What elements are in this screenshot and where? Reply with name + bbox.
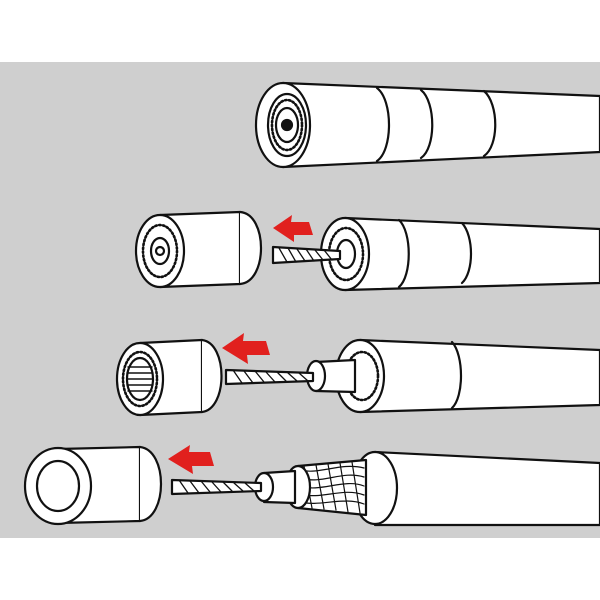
wire-strand: [278, 247, 333, 263]
cable-jacket: [358, 338, 600, 414]
step-1-intact-cable: [254, 81, 600, 169]
braid-ring: [121, 350, 159, 408]
center-hole: [154, 245, 166, 257]
braid-ring: [141, 223, 179, 279]
arrow-left-icon: [273, 215, 313, 242]
band-line: [460, 221, 472, 285]
band-line: [419, 88, 434, 160]
band-line: [397, 218, 410, 289]
center-conductor: [280, 118, 294, 132]
band-line: [482, 89, 497, 158]
tube-bore: [35, 459, 81, 513]
strand-lines: [126, 366, 154, 392]
step-2-strip-jacket: [134, 210, 600, 292]
arrow-left-icon: [168, 445, 214, 474]
step-4-strip-insulation: [23, 445, 600, 527]
wire-strand: [178, 479, 255, 494]
cable-jacket: [343, 216, 600, 292]
band-line: [450, 340, 462, 410]
braid-ring: [270, 98, 304, 152]
step-3-strip-shield: [115, 333, 600, 417]
band-line: [375, 86, 391, 163]
center-wire: [224, 368, 315, 386]
arrow-left-icon: [222, 333, 270, 364]
cable-jacket: [281, 81, 600, 169]
wire-strand: [232, 369, 309, 384]
cable-jacket: [373, 450, 600, 527]
